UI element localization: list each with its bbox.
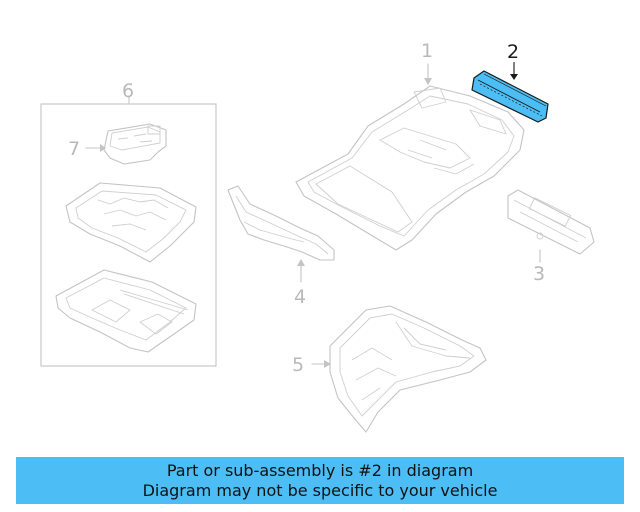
- callout-7: 7: [68, 138, 80, 160]
- callout-5: 5: [292, 354, 304, 376]
- part-2-lens-highlighted: [471, 70, 549, 123]
- callout-6: 6: [122, 80, 134, 102]
- part-6-housing: [55, 269, 197, 353]
- caption-line-2: Diagram may not be specific to your vehi…: [142, 480, 498, 500]
- callout-1: 1: [421, 40, 433, 62]
- part-4-bracket: [227, 185, 335, 261]
- callout-2: 2: [507, 41, 519, 63]
- caption-line-1: Part or sub-assembly is #2 in diagram: [166, 460, 474, 480]
- part-6-bracket: [65, 182, 197, 263]
- callout-3: 3: [533, 263, 545, 285]
- callout-4: 4: [294, 286, 306, 308]
- part-5-trim: [329, 305, 487, 433]
- part-7-switch: [103, 123, 167, 165]
- caption-banner: Part or sub-assembly is #2 in diagram Di…: [16, 457, 624, 504]
- part-3-cover: [507, 189, 595, 255]
- part-1-console: [295, 85, 525, 251]
